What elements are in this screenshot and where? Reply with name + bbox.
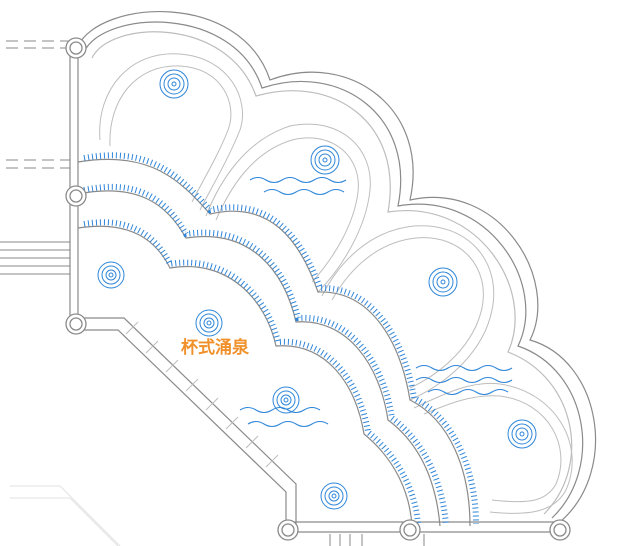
dashed-reference-lines [6,40,70,169]
fountain-6 [195,309,223,337]
weirs [77,152,479,527]
node-bottom-left [277,519,299,541]
inner-pool-outlines [99,53,573,514]
fountain-4 [507,419,537,449]
cup-fountains [97,69,537,510]
weir-3 [77,225,413,527]
steps-left [0,241,70,275]
fountain-8 [320,482,348,510]
column-nodes [65,37,571,541]
fountain-2 [310,145,340,175]
weir-2-fringe [83,183,449,525]
scalloped-outer-wall [77,11,597,523]
weir-2 [77,190,441,527]
weir-1 [77,158,471,527]
fountain-5 [97,261,125,289]
node-bottom-right [549,519,571,541]
fountain-1 [159,69,189,99]
weir-1-fringe [83,152,479,525]
weir-3-fringe [83,219,421,525]
fountain-3 [428,267,458,297]
node-bottom-mid [399,519,421,541]
bottom-stubs [329,534,425,546]
node-lower [65,313,87,335]
cup-fountain-label: 杯式涌泉 [181,338,249,358]
diagonal-steps [125,321,279,468]
water-waves [239,176,513,428]
fountain-7 [272,386,300,414]
faint-corner-lines [10,485,121,546]
node-top [65,37,87,59]
node-mid [65,185,87,207]
frame-walls [69,50,560,533]
